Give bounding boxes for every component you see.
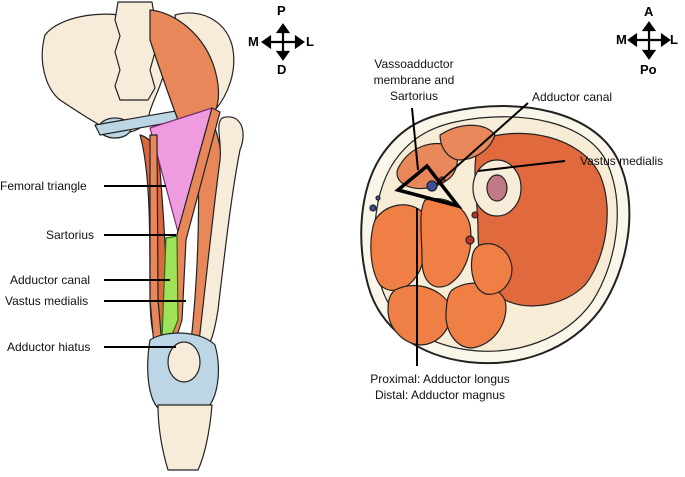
tibia-bone (158, 405, 212, 470)
label-vassoadductor-line2: membrane and (352, 73, 476, 87)
lumbar-vertebrae (115, 2, 155, 100)
label-vastus-medialis: Vastus medialis (5, 294, 88, 308)
small-vessel-2 (370, 205, 376, 211)
small-vessel-3 (376, 196, 380, 200)
label-vassoadductor-line1: Vassoadductor (352, 57, 476, 71)
femur-marrow (487, 175, 507, 201)
right-compass-left-letter: M (616, 33, 627, 47)
label-adductor-hiatus: Adductor hiatus (7, 340, 90, 354)
left-compass-left-letter: M (248, 35, 259, 49)
label-vastus-medialis-right: Vastus medialis (580, 154, 663, 168)
femoral-vein (427, 181, 437, 191)
label-distal-adductor: Distal: Adductor magnus (340, 388, 540, 402)
label-sartorius: Sartorius (46, 228, 94, 242)
right-compass-right-letter: L (670, 33, 678, 47)
right-compass-top-letter: A (644, 5, 653, 19)
adductor-cross-section-3 (388, 286, 451, 345)
label-vassoadductor-line3: Sartorius (352, 89, 476, 103)
left-compass (263, 25, 303, 59)
left-compass-bottom-letter: D (277, 63, 286, 77)
label-proximal-adductor: Proximal: Adductor longus (340, 372, 540, 386)
left-compass-top-letter: P (277, 4, 286, 18)
label-adductor-canal-right: Adductor canal (532, 90, 612, 104)
small-vessel-1 (472, 212, 478, 218)
right-compass-bottom-letter: Po (640, 63, 657, 77)
deep-femoral-vessel (466, 236, 474, 244)
right-compass (629, 23, 669, 58)
cross-section-illustration (361, 106, 629, 363)
label-adductor-canal: Adductor canal (10, 273, 90, 287)
label-femoral-triangle: Femoral triangle (0, 179, 87, 193)
left-compass-right-letter: L (306, 35, 314, 49)
